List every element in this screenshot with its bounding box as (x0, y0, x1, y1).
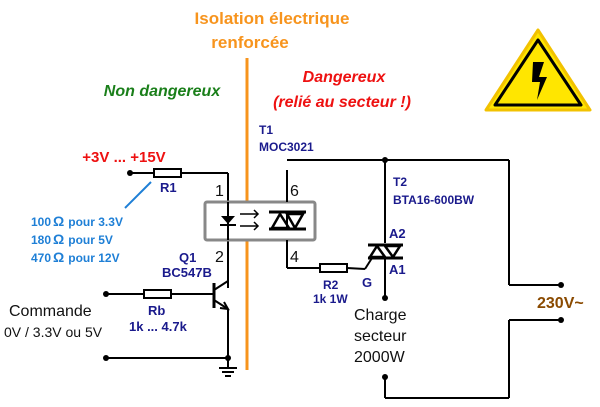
opto-pin-2: 2 (215, 249, 224, 266)
opto-pin-1: 1 (215, 183, 224, 200)
rb-resistor (143, 289, 172, 299)
rb-label: Rb (148, 303, 165, 318)
r2-resistor (319, 263, 348, 273)
opto-pin-4: 4 (290, 249, 299, 266)
opto-pin-6: 6 (290, 183, 299, 200)
light-arrows-icon (240, 209, 260, 231)
high-voltage-warning-icon (484, 28, 592, 112)
triac-a1-label: A1 (389, 262, 406, 277)
mains-terminal-1 (558, 282, 564, 288)
q1-part: BC547B (162, 265, 212, 280)
danger-zone-sublabel: (relié au secteur !) (273, 94, 411, 111)
command-label: Commande (9, 303, 92, 320)
optotriac-icon (269, 210, 306, 231)
triac-a2-label: A2 (389, 226, 406, 241)
supply-voltage-label: +3V ... +15V (82, 149, 165, 166)
r1-note-pointer (124, 181, 152, 209)
isolation-title-line1: Isolation électrique (195, 9, 350, 28)
q1-label: Q1 (179, 250, 196, 265)
npn-transistor-icon (212, 280, 230, 311)
t1-label: T1 (259, 123, 273, 137)
command-levels: 0V / 3.3V ou 5V (4, 324, 103, 340)
r1-resistor (153, 168, 182, 178)
t1-part: MOC3021 (259, 140, 314, 154)
triac-gate-label: G (362, 275, 372, 290)
ground-icon (219, 358, 237, 377)
r1-label: R1 (160, 180, 177, 195)
load-label-line2: secteur (354, 328, 407, 345)
rb-value: 1k ... 4.7k (129, 319, 188, 334)
r2-label: R2 (323, 278, 339, 292)
load-label-line1: Charge (354, 307, 407, 324)
safe-zone-label: Non dangereux (104, 83, 222, 100)
danger-zone-label: Dangereux (303, 69, 387, 86)
mains-voltage-label: 230V~ (537, 295, 584, 312)
r2-value: 1k 1W (313, 292, 348, 306)
led-diode-icon (221, 216, 235, 224)
load-terminal-top (382, 295, 388, 301)
t2-label: T2 (393, 175, 407, 189)
isolation-title-line2: renforcée (211, 33, 288, 52)
t2-part: BTA16-600BW (393, 193, 475, 207)
load-power: 2000W (354, 349, 406, 366)
triac-icon (364, 243, 403, 270)
load-terminal-bottom (382, 374, 388, 380)
